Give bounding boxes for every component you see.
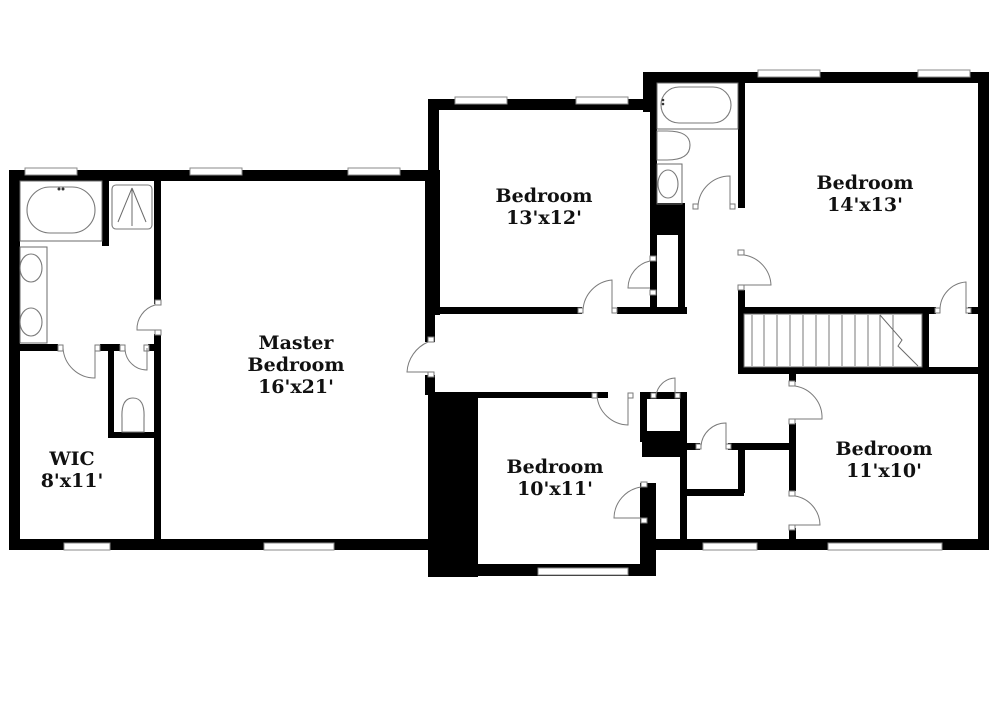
- sink-icon: [19, 253, 43, 283]
- room-dimensions: 10'x11': [517, 478, 593, 500]
- walls: [9, 72, 989, 577]
- room-label-master-bedroom: Master Bedroom 16'x21': [248, 332, 345, 398]
- room-name: Bedroom: [506, 456, 604, 478]
- room-name: Bedroom: [247, 354, 345, 376]
- toilet-icon: [656, 130, 691, 161]
- bathtub-icon: [26, 186, 96, 234]
- room-dimensions: 11'x10': [846, 460, 922, 482]
- bathtub-icon: [660, 86, 732, 124]
- room-name: WIC: [49, 448, 95, 470]
- room-name: Bedroom: [816, 172, 914, 194]
- room-label-wic: WIC 8'x11': [41, 448, 104, 492]
- sink-icon: [19, 307, 43, 337]
- room-dimensions: 13'x12': [506, 207, 582, 229]
- sink-icon: [657, 169, 679, 199]
- room-name: Bedroom: [835, 438, 933, 460]
- room-name: Bedroom: [495, 185, 593, 207]
- room-label-bedroom-11x10: Bedroom 11'x10': [836, 438, 933, 482]
- staircase: [743, 313, 923, 368]
- room-label-bedroom-10x11: Bedroom 10'x11': [507, 456, 604, 500]
- room-dimensions: 8'x11': [40, 470, 104, 492]
- toilet-icon: [121, 397, 145, 433]
- room-label-bedroom-13x12: Bedroom 13'x12': [496, 185, 593, 229]
- doors: [57, 175, 972, 531]
- room-name: Master: [258, 332, 334, 354]
- room-dimensions: 14'x13': [827, 194, 903, 216]
- hall-bath-fixtures: [656, 82, 739, 205]
- master-bath-fixtures: [19, 180, 153, 433]
- room-label-bedroom-14x13: Bedroom 14'x13': [817, 172, 914, 216]
- windows: [24, 69, 971, 576]
- room-dimensions: 16'x21': [258, 376, 334, 398]
